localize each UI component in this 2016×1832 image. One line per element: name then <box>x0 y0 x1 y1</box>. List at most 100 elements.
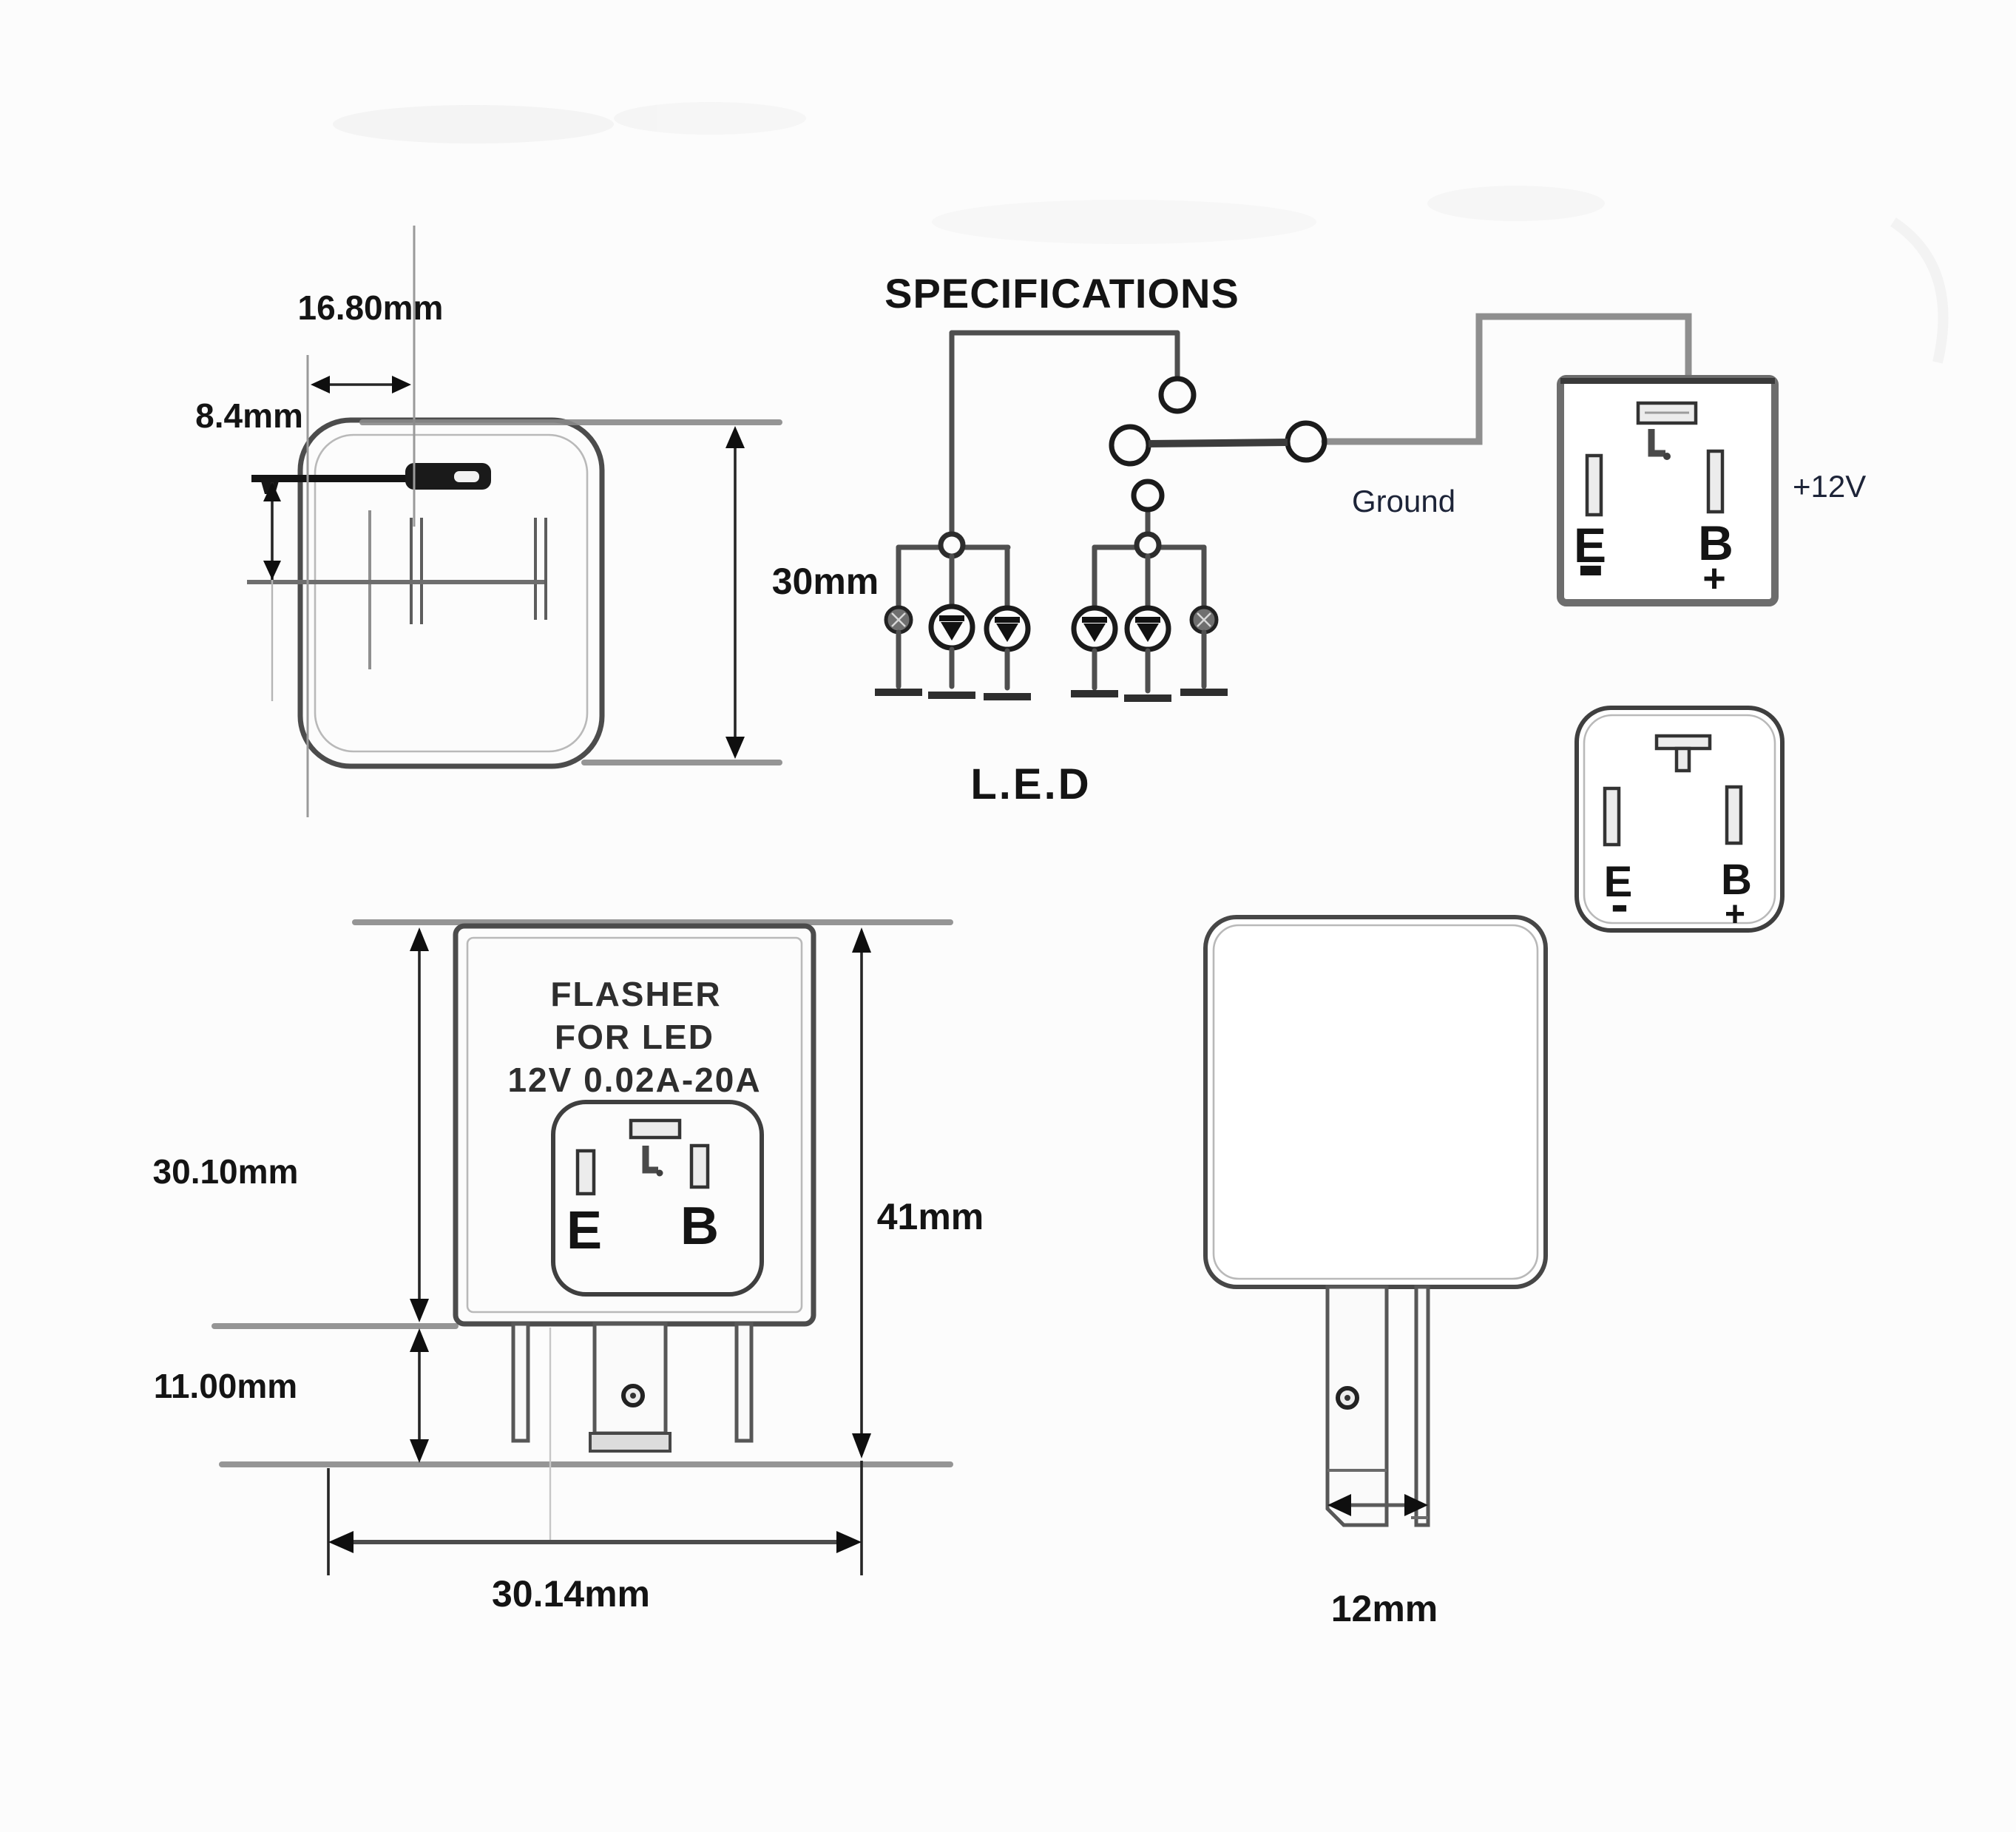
bulb-icon <box>886 607 911 632</box>
flasher-switch <box>1109 376 1327 513</box>
pin-hole-center <box>1344 1395 1350 1401</box>
dim-41: 41mm <box>852 927 984 1458</box>
t-key-stem <box>1674 746 1691 773</box>
top-view-internal-slots <box>368 510 547 669</box>
dim-label-height: 30mm <box>772 561 879 602</box>
arrowhead-up <box>410 1328 429 1352</box>
smudge <box>1427 186 1605 221</box>
smudge <box>614 102 806 135</box>
front-connector-face: E B <box>551 1100 764 1297</box>
page-title: SPECIFICATIONS <box>884 270 1239 317</box>
pin-right <box>734 1322 754 1443</box>
t-key-bar <box>1654 734 1712 751</box>
dim-30-10: 30.10mm <box>153 927 429 1322</box>
branch-stems <box>896 544 1010 611</box>
pin-sign-plus: + <box>1702 556 1726 601</box>
side-pins <box>1325 1285 1430 1527</box>
lamp-terminal-contact <box>1131 479 1165 513</box>
pin-head <box>405 463 491 490</box>
pin-slot-b <box>689 1143 710 1189</box>
pin-sign-minus: - <box>1577 518 1605 609</box>
junction-node <box>938 531 966 559</box>
top-view: 16.80mm 8.4mm 30mm <box>195 226 879 817</box>
ground-label: Ground <box>1352 484 1455 518</box>
front-pins <box>511 1322 754 1453</box>
pin-thin <box>1414 1285 1430 1527</box>
side-body-inner-line <box>1212 924 1539 1280</box>
top-view-body-inner-line <box>314 433 589 753</box>
junction-node <box>1134 531 1162 559</box>
dim-16-80: 16.80mm <box>298 288 444 393</box>
face-outline <box>551 1100 764 1297</box>
dim-30: 30mm <box>359 419 879 765</box>
switch-arm-bar <box>1148 439 1288 447</box>
pin-slot-b <box>1706 449 1725 514</box>
bulb-icon <box>1191 607 1217 632</box>
switch-arm-contact-right <box>1285 420 1327 463</box>
pin-head-slot <box>454 471 479 482</box>
l-key-mark <box>1648 429 1665 457</box>
dim-11-00: 11.00mm <box>154 1328 429 1463</box>
arrowhead-up <box>725 426 745 448</box>
pin-slot-e <box>1585 453 1603 517</box>
pin-left <box>511 1322 530 1443</box>
smudge-arc <box>1890 217 1949 364</box>
scan-artifacts <box>333 102 1949 364</box>
pin-label-b: B <box>680 1197 719 1256</box>
arrowhead-right <box>1404 1494 1428 1516</box>
pin-hole-center <box>630 1393 636 1399</box>
supply-label: +12V <box>1793 469 1866 504</box>
connector-pinout: E - B + <box>1574 706 1785 934</box>
pin-slot-e <box>575 1149 596 1196</box>
arrowhead-down <box>263 561 281 580</box>
smudge <box>333 105 614 143</box>
dim-label-body-height: 30.10mm <box>153 1152 299 1191</box>
pin-label-e: E <box>1574 518 1606 572</box>
side-body-outline <box>1203 915 1548 1289</box>
pin-wide <box>1325 1285 1389 1527</box>
connector-outline <box>1574 706 1785 933</box>
l-key-mark <box>642 1146 658 1174</box>
pin-sign-plus: + <box>1725 895 1745 934</box>
l-key-dot <box>656 1169 663 1177</box>
led-group-right <box>1071 531 1228 698</box>
arrowhead-up <box>263 482 281 501</box>
dim-label-width: 30.14mm <box>492 1573 650 1615</box>
arrowhead-down <box>852 1433 871 1458</box>
ground-stems <box>896 629 1010 691</box>
led-icon <box>931 606 973 648</box>
arrowhead-left <box>1327 1494 1351 1516</box>
dim-label-offset: 8.4mm <box>195 396 303 435</box>
product-label-line2: FOR LED <box>555 1018 714 1056</box>
switch-fixed-contact <box>1158 376 1197 414</box>
circuit-schematic: SPECIFICATIONS <box>875 270 1692 808</box>
led-caption: L.E.D <box>970 760 1091 808</box>
arrowhead-down <box>410 1299 429 1322</box>
product-label-line1: FLASHER <box>550 975 721 1013</box>
arrowhead-up <box>852 927 871 953</box>
led-icon <box>1074 608 1115 649</box>
smudge <box>932 200 1316 244</box>
pin-center <box>592 1322 668 1436</box>
pin-slot-b <box>1725 785 1743 845</box>
dim-label-pin-length: 11.00mm <box>154 1367 297 1405</box>
side-view: 12mm <box>1203 915 1548 1629</box>
arrowhead-left <box>328 1531 354 1553</box>
dim-label-width: 16.80mm <box>298 288 444 327</box>
l-key-dot <box>1663 453 1671 460</box>
ground-stems <box>1092 629 1207 694</box>
dim-label-total-height: 41mm <box>877 1196 984 1237</box>
arrowhead-right <box>392 376 411 393</box>
arrowhead-up <box>410 927 429 951</box>
top-view-terminal-pin <box>251 463 491 494</box>
arrowhead-down <box>725 737 745 759</box>
front-view: FLASHER FOR LED 12V 0.02A-20A E B <box>153 919 984 1615</box>
pin-center-base <box>589 1432 672 1453</box>
wire-to-supply <box>1321 313 1692 445</box>
connector-inner-line <box>1583 714 1776 925</box>
dim-12: 12mm <box>1327 1494 1438 1629</box>
switch-arm-contact-left <box>1109 424 1151 467</box>
pin-slot-e <box>1603 786 1621 847</box>
